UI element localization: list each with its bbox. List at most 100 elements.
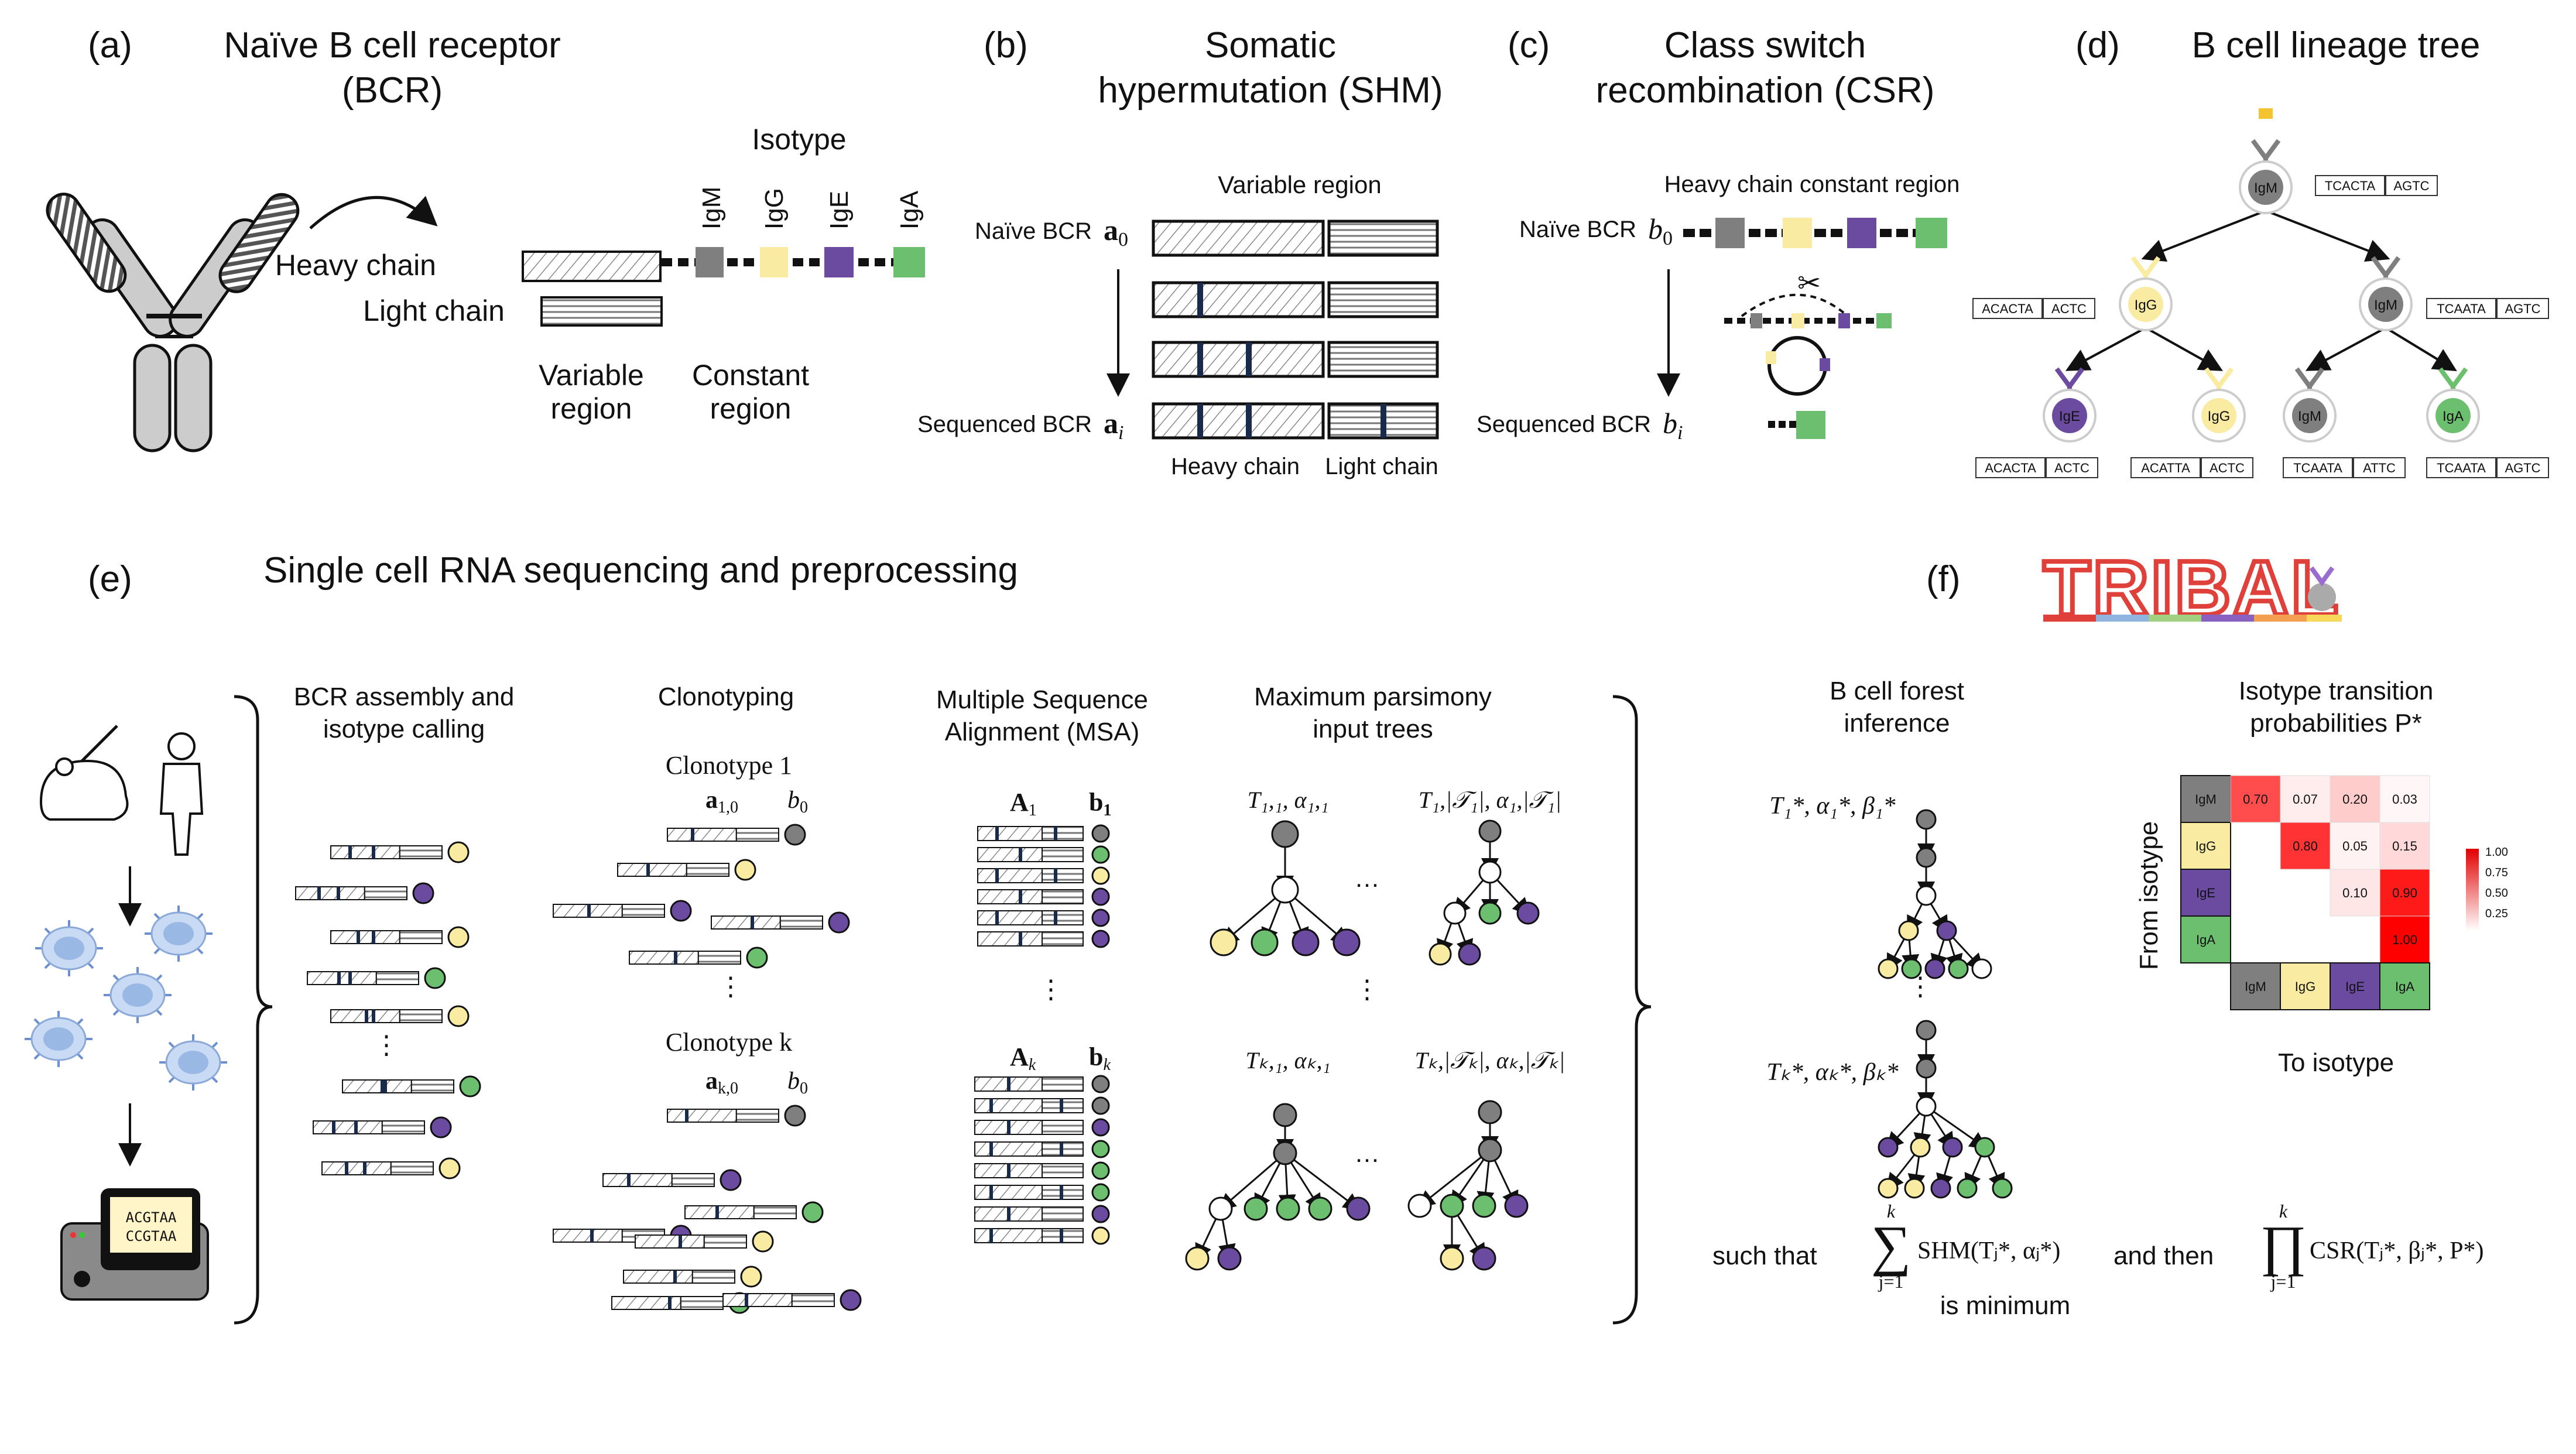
seq-box — [2353, 457, 2406, 478]
seq-box — [1972, 298, 2043, 319]
tree-node — [1971, 958, 1992, 979]
bcr-seq-light — [399, 845, 443, 859]
constant-label-1: Constant — [692, 359, 809, 392]
tree-node — [1478, 819, 1502, 843]
mutation-mark — [1060, 1229, 1063, 1243]
tree-edge — [1284, 1152, 1361, 1211]
tree-node — [1332, 928, 1361, 956]
row-header-IgA — [2180, 915, 2231, 963]
tree-node — [1992, 1178, 2013, 1199]
msa-isotype-dot — [1091, 930, 1110, 948]
clonok-seq-light — [753, 1205, 797, 1219]
shm-heavy-1 — [1152, 281, 1325, 318]
isotype-label: Isotype — [752, 123, 846, 156]
mutation-mark — [673, 1270, 677, 1283]
tree-node — [1217, 1246, 1242, 1271]
seq-box — [2315, 175, 2385, 196]
tree-node — [1478, 860, 1502, 884]
heavy-chain-caption: Heavy chain — [1171, 454, 1300, 479]
heatmap-cell — [2379, 869, 2430, 917]
iso-ige-label: IgE — [825, 191, 854, 229]
legend-tick-0: 1.00 — [2485, 846, 2508, 859]
tree-edge — [2385, 327, 2457, 372]
clonok-seq-light — [691, 1270, 736, 1284]
clono1-seq-light — [779, 915, 824, 930]
msa-heavy — [977, 826, 1043, 841]
tree-edge — [2265, 210, 2390, 262]
tree-node — [1251, 928, 1279, 956]
heatmap-cell — [2379, 822, 2430, 870]
and-then-label: and then — [2113, 1242, 2214, 1270]
seq-text: AGTC — [2505, 461, 2540, 475]
heatmap-value: 0.15 — [2392, 839, 2417, 853]
mutation-mark — [691, 828, 694, 841]
row-header-IgE — [2180, 869, 2231, 917]
clonok-seq-light — [703, 1234, 748, 1249]
msa-heavy — [974, 1185, 1043, 1200]
shm-heavy-3 — [1152, 402, 1325, 440]
panel-d-letter: (d) — [2075, 25, 2120, 66]
b-cell-label: IgM — [2374, 297, 2397, 313]
mutation-mark — [989, 1099, 993, 1113]
bcr-seq-heavy — [321, 1161, 392, 1175]
mutation-mark — [1054, 869, 1057, 883]
tree-edge — [1926, 1105, 1988, 1150]
constant-label-2: region — [710, 392, 792, 425]
row-header-label: IgE — [2196, 886, 2215, 900]
legend-tick-2: 0.50 — [2485, 887, 2508, 900]
row-header-IgM — [2180, 775, 2231, 823]
row-header-IgG — [2180, 822, 2231, 870]
msa-light — [1042, 931, 1084, 947]
tree-node — [1346, 1196, 1371, 1221]
mutation-mark — [1197, 283, 1203, 317]
isotype-igm-block — [696, 247, 724, 277]
iso-iga-label: IgA — [895, 190, 924, 229]
clonok-seq-heavy — [722, 1293, 793, 1307]
col4-title-1: Maximum parsimony — [1254, 683, 1492, 711]
col2-title: Clonotyping — [658, 683, 794, 711]
msa-heavy — [974, 1141, 1043, 1157]
panel-e: (e) Single cell RNA sequencing and prepr… — [25, 550, 1652, 1325]
b0k-symbol: b0 — [787, 1068, 808, 1098]
tree-node — [1478, 1100, 1502, 1124]
heatmap-cell — [2280, 822, 2331, 870]
isotype-dot — [784, 824, 806, 846]
tree-node — [1276, 1196, 1300, 1221]
clonok-seq-heavy — [553, 1229, 623, 1243]
col1-dots: ⋮ — [374, 1031, 399, 1059]
tree-node — [1440, 1246, 1464, 1271]
seq-box — [2046, 457, 2098, 478]
clonok-seq-heavy — [684, 1205, 755, 1219]
forest-title-2: inference — [1844, 709, 1950, 738]
variable-label-2: region — [551, 392, 632, 425]
b-cell-nucleus — [2435, 398, 2471, 433]
row-header-label: IgG — [2195, 839, 2216, 853]
msa-isotype-dot — [1091, 1161, 1110, 1180]
seq-text: TCAATA — [2437, 461, 2486, 475]
panel-d-title: B cell lineage tree — [2192, 25, 2481, 66]
b-cell-nucleus — [2052, 398, 2087, 433]
heavy-chain-label: Heavy chain — [275, 249, 436, 282]
b-cell-nucleus — [2248, 170, 2283, 205]
clono1-seq-light — [621, 904, 666, 918]
cell-nucleus — [178, 1051, 208, 1074]
tree-node — [1901, 958, 1922, 979]
naive-bcr-symbol: a0 — [1104, 214, 1128, 251]
mutation-mark — [1060, 1185, 1063, 1199]
isotype-dot — [828, 911, 850, 934]
msa-heavy — [974, 1228, 1043, 1243]
msa-light — [1042, 889, 1084, 904]
tree-node — [1407, 1194, 1432, 1218]
clonok-seq-heavy — [667, 1109, 737, 1123]
heatmap-value: 0.20 — [2342, 792, 2368, 807]
msa-isotype-dot — [1091, 1140, 1110, 1158]
bcr-seq-light — [381, 1120, 425, 1134]
clono1-seq-heavy — [629, 951, 699, 965]
bcr-seq-light — [399, 930, 443, 944]
mutation-mark — [337, 887, 340, 900]
clonotype-1-list — [553, 824, 850, 969]
iso-igg-label: IgG — [760, 188, 789, 229]
msa-heavy — [974, 1098, 1043, 1113]
seq-box — [2426, 298, 2496, 319]
